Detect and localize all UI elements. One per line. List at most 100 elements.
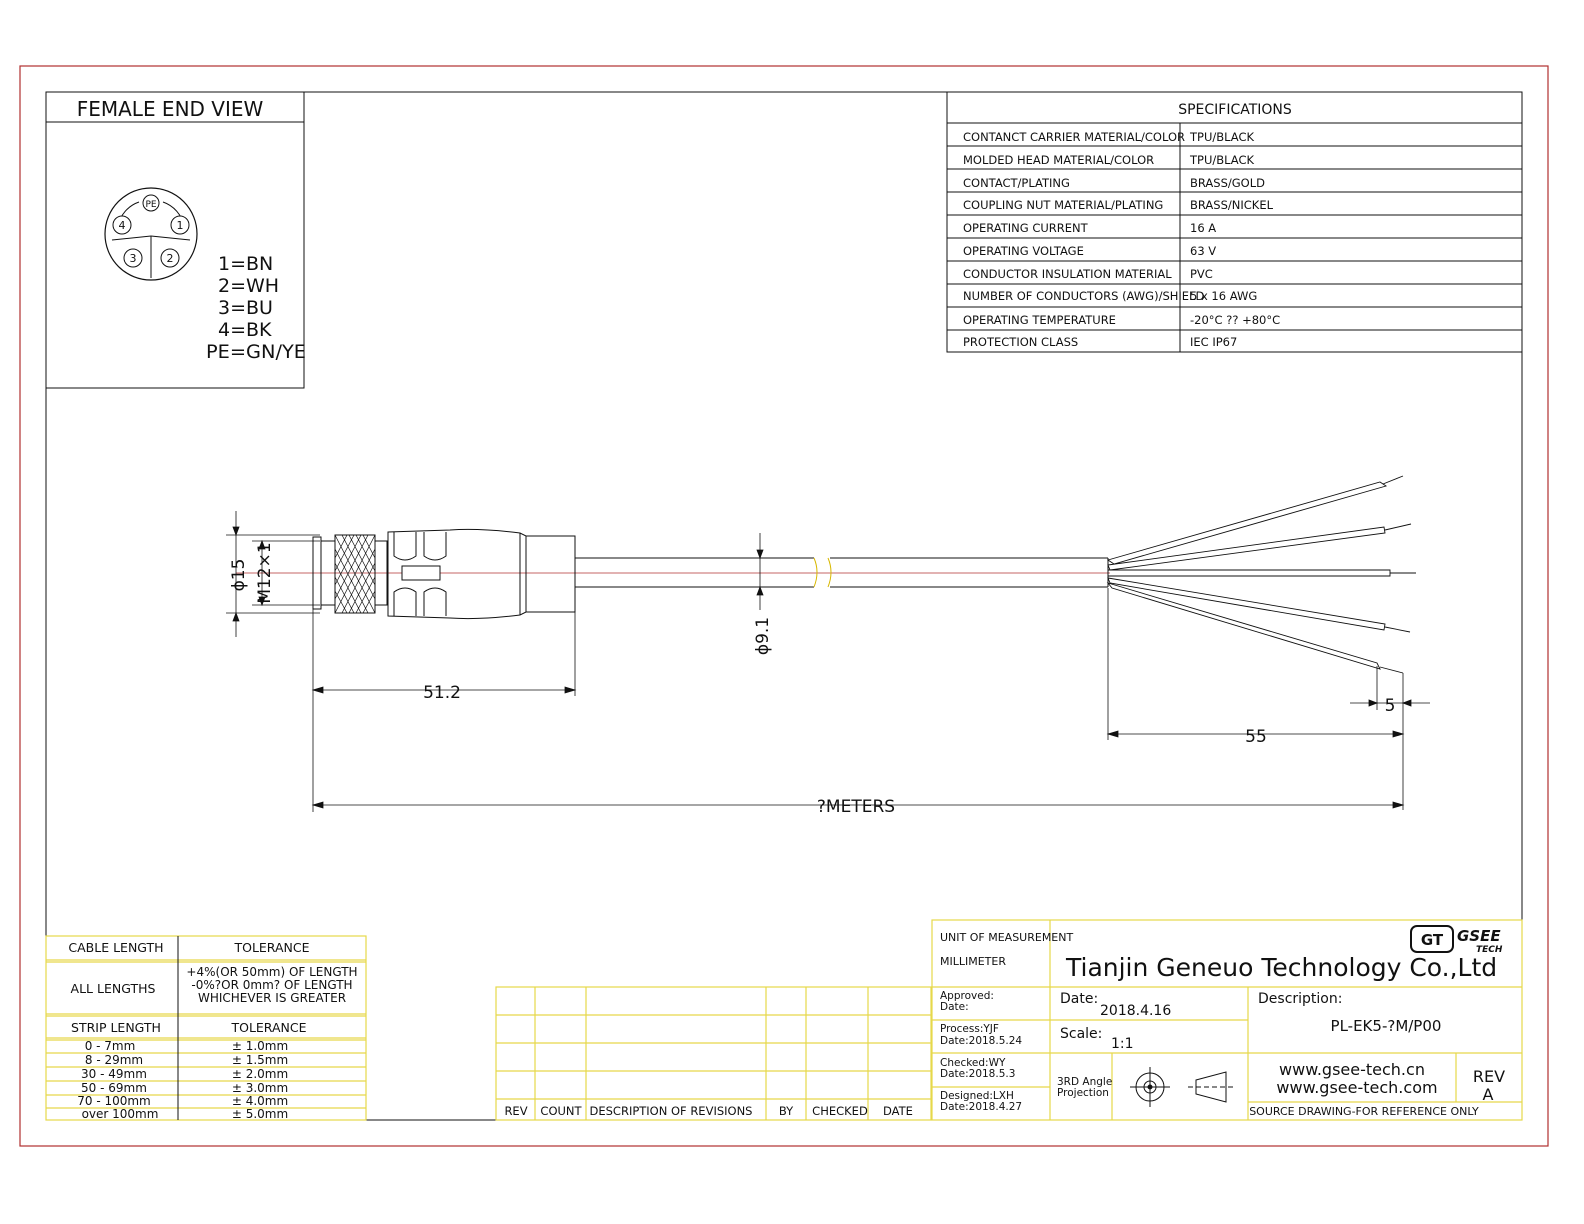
scale-value: 1:1: [1111, 1036, 1134, 1052]
process-label: Process:YJF: [940, 1023, 999, 1035]
legend-4: 4=BK: [218, 319, 272, 341]
spec-label: NUMBER OF CONDUCTORS (AWG)/SHIELD: [963, 289, 1204, 303]
rev-col-checked: CHECKED: [812, 1104, 868, 1118]
legend-1: 1=BN: [218, 253, 273, 275]
dim-51-2: 51.2: [423, 683, 461, 703]
rev-col-by: BY: [779, 1104, 794, 1118]
date-label: Date:: [1060, 991, 1098, 1007]
strip-tol: ± 1.0mm: [232, 1039, 288, 1053]
rev-label: REV: [1473, 1067, 1505, 1086]
pin-2-label: 2: [167, 252, 174, 265]
dim-diameter-15: ϕ15: [229, 559, 249, 592]
strip-tol: ± 5.0mm: [232, 1107, 288, 1121]
spec-value: TPU/BLACK: [1189, 153, 1255, 167]
tol-header-strip: STRIP LENGTH: [71, 1020, 161, 1035]
checked-label: Checked:WY: [940, 1057, 1006, 1069]
knurl-pattern: [334, 534, 376, 614]
tol-all-line-3: WHICHEVER IS GREATER: [198, 991, 346, 1005]
spec-label: OPERATING CURRENT: [963, 221, 1089, 235]
strip-range: 70 - 100mm: [77, 1094, 151, 1108]
dimensions: [226, 511, 1430, 812]
tol-all-lengths: ALL LENGTHS: [71, 981, 156, 996]
strip-range: 30 - 49mm: [81, 1067, 147, 1081]
spec-value: IEC IP67: [1190, 335, 1237, 349]
unit-label: UNIT OF MEASUREMENT: [940, 931, 1073, 944]
dim-strip-5: 5: [1385, 696, 1396, 716]
company-name: Tianjin Geneuo Technology Co.,Ltd: [1065, 953, 1497, 982]
designed-label: Designed:LXH: [940, 1090, 1014, 1102]
rev-value: A: [1483, 1085, 1494, 1104]
designed-date: Date:2018.4.27: [940, 1101, 1022, 1113]
source-note: SOURCE DRAWING-FOR REFERENCE ONLY: [1249, 1105, 1479, 1118]
tol-header-tolerance: TOLERANCE: [233, 940, 309, 955]
pin-3-label: 3: [130, 252, 137, 265]
strip-tol: ± 4.0mm: [232, 1094, 288, 1108]
date-value: 2018.4.16: [1100, 1003, 1171, 1019]
pin-2: [160, 248, 180, 268]
rev-col-date: DATE: [883, 1104, 913, 1118]
pin-4-label: 4: [119, 219, 126, 232]
scale-label: Scale:: [1060, 1026, 1102, 1042]
dim-thread: M12×1: [255, 542, 275, 603]
spec-value: TPU/BLACK: [1189, 130, 1255, 144]
process-date: Date:2018.5.24: [940, 1035, 1022, 1047]
title-block: UNIT OF MEASUREMENT MILLIMETER Tianjin G…: [931, 919, 1523, 1121]
rev-col-description: DESCRIPTION OF REVISIONS: [590, 1104, 753, 1118]
approved-label: Approved:: [940, 990, 994, 1002]
strip-range: 0 - 7mm: [85, 1039, 136, 1053]
strip-range: 8 - 29mm: [85, 1053, 143, 1067]
spec-value: 63 V: [1190, 244, 1216, 258]
website-com: www.gsee-tech.com: [1276, 1078, 1437, 1097]
dimension-labels: ϕ15 M12×1 51.2 ϕ9.1 5 55 ?METERS: [229, 542, 1395, 817]
checked-date: Date:2018.5.3: [940, 1068, 1015, 1080]
description-value: PL-EK5-?M/P00: [1331, 1017, 1442, 1035]
pin-1: [170, 215, 190, 235]
dim-cable-diameter: ϕ9.1: [753, 617, 773, 655]
pin-3: [123, 248, 143, 268]
spec-label: OPERATING TEMPERATURE: [963, 313, 1116, 327]
spec-value: BRASS/GOLD: [1190, 176, 1265, 190]
projection-symbol-icon: [1130, 1067, 1234, 1107]
pin-face: PE 1 2 3 4: [104, 187, 198, 281]
approved-date: Date:: [940, 1001, 969, 1013]
projection-line-1: 3RD Angle: [1057, 1076, 1112, 1088]
pin-4: [112, 215, 132, 235]
tol-header-tolerance-2: TOLERANCE: [230, 1020, 306, 1035]
strip-range: 50 - 69mm: [81, 1081, 147, 1095]
spec-label: MOLDED HEAD MATERIAL/COLOR: [963, 153, 1154, 167]
rev-col-count: COUNT: [540, 1104, 582, 1118]
revision-table: REV COUNT DESCRIPTION OF REVISIONS BY CH…: [495, 986, 932, 1121]
pin-pe: [142, 194, 160, 212]
spec-value: PVC: [1190, 267, 1213, 281]
strip-tol: ± 3.0mm: [232, 1081, 288, 1095]
spec-value: BRASS/NICKEL: [1190, 198, 1274, 212]
logo-sub: TECH: [1476, 945, 1503, 955]
pin-1-label: 1: [177, 219, 184, 232]
legend-pe: PE=GN/YE: [206, 341, 306, 363]
projection-line-2: Projection: [1057, 1087, 1109, 1099]
rev-col-rev: REV: [504, 1104, 527, 1118]
spec-label: CONDUCTOR INSULATION MATERIAL: [963, 267, 1172, 281]
spec-value: 5 x 16 AWG: [1190, 289, 1257, 303]
spec-title: SPECIFICATIONS: [1178, 102, 1292, 118]
spec-value: -20°C ?? +80°C: [1190, 313, 1280, 327]
tol-all-line-1: +4%(OR 50mm) OF LENGTH: [186, 965, 357, 979]
pin-pe-label: PE: [145, 200, 156, 210]
tol-all-line-2: -0%?OR 0mm? OF LENGTH: [191, 978, 352, 992]
spec-label: CONTANCT CARRIER MATERIAL/COLOR: [963, 130, 1185, 144]
legend-3: 3=BU: [218, 297, 273, 319]
dim-total-length: ?METERS: [817, 797, 895, 817]
website-cn: www.gsee-tech.cn: [1279, 1060, 1425, 1079]
spec-label: CONTACT/PLATING: [963, 176, 1070, 190]
cable-drawing: [236, 475, 1416, 674]
company-logo: GT GSEE TECH: [1410, 925, 1503, 955]
spec-label: OPERATING VOLTAGE: [963, 244, 1084, 258]
logo-name: GSEE: [1457, 927, 1501, 945]
strip-tol: ± 1.5mm: [232, 1053, 288, 1067]
logo-mark: GT: [1421, 931, 1444, 949]
strip-tol: ± 2.0mm: [232, 1067, 288, 1081]
outer-frame: [19, 65, 1549, 1147]
end-view-title: FEMALE END VIEW: [77, 97, 264, 121]
description-label: Description:: [1258, 991, 1342, 1007]
